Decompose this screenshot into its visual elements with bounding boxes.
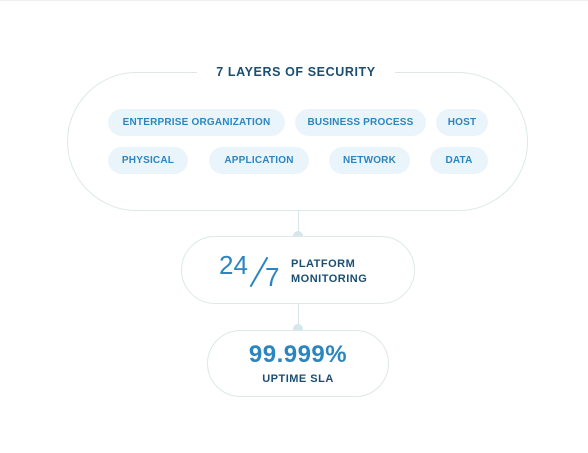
days-number: 7 bbox=[265, 262, 280, 292]
connector-line bbox=[298, 304, 299, 330]
layer-pill-business-process: BUSINESS PROCESS bbox=[295, 109, 426, 136]
monitoring-line2: MONITORING bbox=[291, 273, 368, 285]
layer-pill-host: HOST bbox=[436, 109, 488, 136]
monitoring-box bbox=[181, 236, 415, 304]
layer-pill-application: APPLICATION bbox=[209, 147, 309, 174]
sla-value: 99.999% bbox=[248, 341, 348, 368]
sla-label: UPTIME SLA bbox=[262, 373, 334, 385]
connector-line bbox=[298, 211, 299, 236]
hours-number: 24 bbox=[219, 250, 248, 280]
connector-dot bbox=[293, 324, 303, 334]
layer-pill-network: NETWORK bbox=[329, 147, 410, 174]
sla-box bbox=[207, 330, 389, 397]
monitoring-line1: PLATFORM bbox=[291, 258, 356, 270]
layers-container bbox=[67, 72, 528, 211]
layer-pill-data: DATA bbox=[430, 147, 488, 174]
layers-title: 7 LAYERS OF SECURITY bbox=[197, 63, 395, 81]
top-divider bbox=[0, 0, 588, 1]
layer-pill-enterprise-organization: ENTERPRISE ORGANIZATION bbox=[108, 109, 285, 136]
layer-pill-physical: PHYSICAL bbox=[108, 147, 188, 174]
